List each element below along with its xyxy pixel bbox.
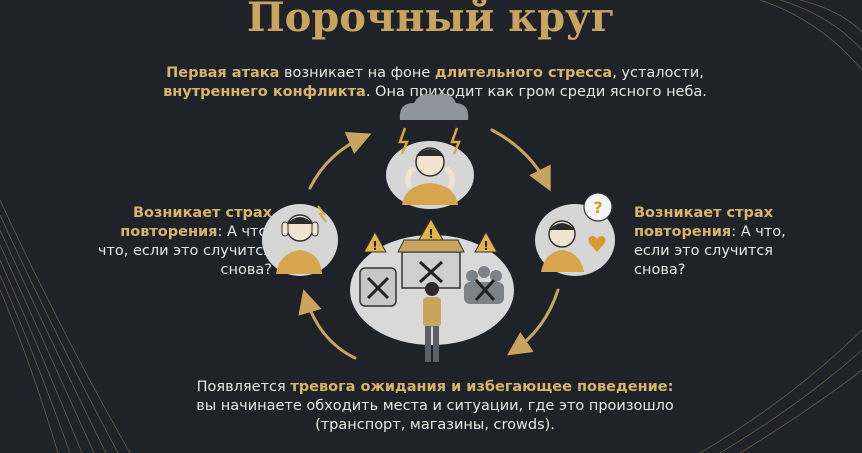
right-caption: Возникает страх повторения: А что, если …: [634, 204, 814, 280]
right-text: : А что, если это случится снова?: [634, 224, 786, 278]
svg-text:!: !: [372, 239, 377, 253]
left-text: : А что, что, если это случится снова?: [97, 224, 272, 278]
worried-person-question-icon: ?: [535, 192, 615, 276]
bottom-text-1: Появляется: [196, 379, 291, 395]
arrow-bottom-left: [298, 289, 357, 360]
bottom-highlight: тревога ожидания и избегающее поведение:: [290, 379, 674, 395]
bottom-caption: Появляется тревога ожидания и избегающее…: [150, 378, 720, 435]
top-text-2: , усталости,: [612, 65, 704, 81]
bottom-text-2: вы начинаете обходить места и ситуации, …: [196, 398, 674, 433]
right-highlight: Возникает страх повторения: [634, 205, 774, 240]
highlight-long-stress: длительного стресса: [434, 65, 613, 81]
anxious-person-covering-ears-icon: [262, 204, 338, 276]
top-caption: Первая атака возникает на фоне длительно…: [120, 64, 750, 102]
left-caption: Возникает страх повторения: А что, что, …: [96, 204, 272, 280]
arrow-top-right: [490, 128, 551, 192]
arrow-bottom-right: [507, 288, 560, 356]
svg-text:?: ?: [593, 198, 602, 217]
top-text-1: возникает на фоне: [279, 65, 435, 81]
left-highlight: Возникает страх повторения: [120, 205, 272, 240]
stressed-person-storm-icon: [386, 93, 474, 209]
highlight-inner-conflict: внутреннего конфликта: [163, 84, 366, 100]
avoidance-scene-icon: ! ! !: [350, 217, 514, 362]
top-text-3: . Она приходит как гром среди ясного неб…: [365, 84, 707, 100]
arrow-top-left: [308, 131, 372, 190]
svg-text:!: !: [428, 227, 433, 241]
page-title: Порочный круг: [246, 0, 616, 41]
svg-text:!: !: [483, 239, 488, 253]
highlight-first-attack: Первая атака: [166, 65, 280, 81]
